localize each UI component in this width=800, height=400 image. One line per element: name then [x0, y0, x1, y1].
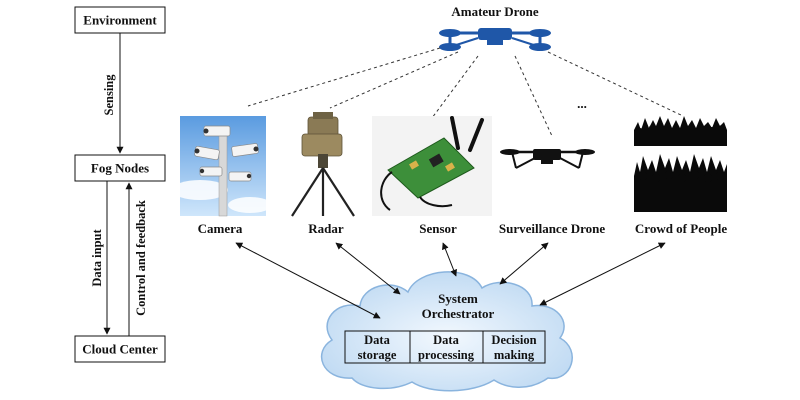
environment-box [74, 6, 166, 34]
radar-label: Radar [308, 221, 344, 236]
arrow-sensor-orchestrator [442, 242, 457, 277]
sensor-image [372, 116, 492, 216]
amateur-drone: Amateur Drone ... [247, 4, 684, 137]
orchestrator-title-line2: Orchestrator [422, 306, 495, 321]
cell-data-processing-line1: Data [433, 333, 459, 347]
dash-line-camera [247, 47, 441, 107]
cloud-center-box [74, 335, 166, 363]
left-column: Environment Fog Nodes Cloud Center Sensi… [74, 6, 166, 363]
sensing-label: Sensing [102, 74, 116, 116]
arrow-crowd-orchestrator [539, 242, 666, 306]
arrow-camera-orchestrator [235, 242, 381, 319]
cell-data-storage-line1: Data [364, 333, 390, 347]
sensor-label: Sensor [419, 221, 457, 236]
dash-line-radar [329, 51, 459, 109]
drone-blue-icon [439, 28, 551, 51]
camera-label: Camera [198, 221, 243, 236]
cloud-center-label: Cloud Center [82, 342, 158, 357]
environment-label: Environment [83, 13, 157, 28]
data-input-label: Data input [90, 229, 104, 287]
amateur-drone-title: Amateur Drone [451, 4, 538, 19]
control-feedback-label: Control and feedback [134, 200, 148, 316]
arrow-radar-orchestrator [335, 242, 401, 295]
connection-arrows [235, 242, 666, 319]
fog-nodes-box [74, 154, 166, 182]
crowd-label: Crowd of People [635, 221, 727, 236]
orchestrator-table [344, 330, 546, 364]
orchestrator-title-line1: System [438, 291, 478, 306]
surveillance-drone-icon [500, 149, 595, 169]
dash-line-crowd [547, 51, 684, 117]
cell-decision-making-line1: Decision [491, 333, 536, 347]
surveillance-drone-label: Surveillance Drone [499, 221, 606, 236]
dash-line-drone [514, 55, 553, 137]
dash-line-sensor [431, 55, 479, 119]
cell-data-storage-line2: storage [358, 348, 397, 362]
arrow-drone-orchestrator [499, 242, 549, 285]
camera-image [172, 116, 272, 217]
crowd-image [634, 116, 727, 212]
ellipsis: ... [577, 96, 587, 111]
cell-data-processing-line2: processing [418, 348, 475, 362]
fog-nodes-label: Fog Nodes [91, 161, 149, 176]
system-orchestrator-cloud: System Orchestrator Data storage Data pr… [321, 271, 573, 392]
cell-decision-making-line2: making [494, 348, 535, 362]
radar-image [291, 112, 355, 217]
